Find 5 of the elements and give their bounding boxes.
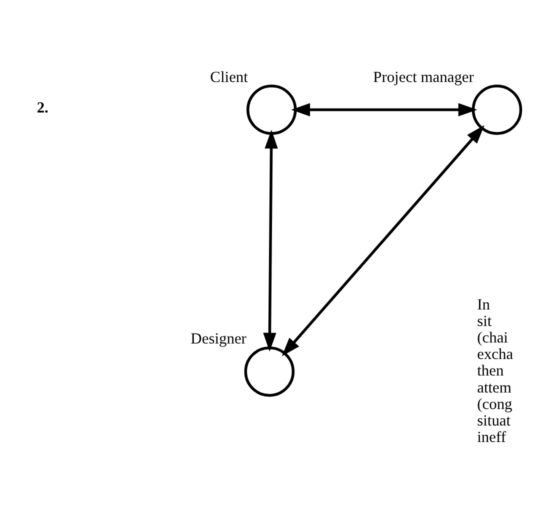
label: In sit (chai excha then attem (cong situat ineff xyxy=(477,296,514,446)
label: 2. xyxy=(36,100,48,117)
node-label: Client xyxy=(210,68,248,86)
node-label: Project manager xyxy=(373,68,474,86)
node-label: Designer xyxy=(190,330,246,348)
